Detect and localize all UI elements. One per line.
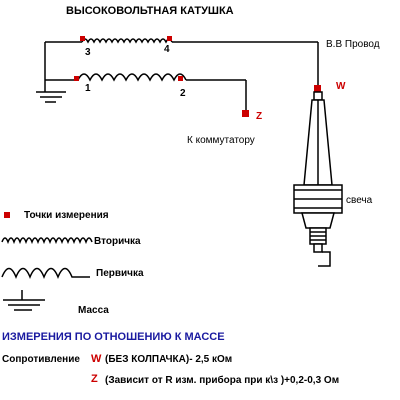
point-label-3: 3 — [85, 47, 91, 58]
point-label-w: W — [336, 81, 346, 92]
to-switch-label: К коммутатору — [187, 135, 255, 146]
spark-plug-label: свеча — [346, 195, 373, 206]
legend-measure-points: Точки измерения — [24, 210, 109, 221]
legend-primary: Первичка — [96, 268, 144, 279]
spark-plug-icon — [293, 91, 343, 267]
marker-point-4 — [167, 36, 172, 41]
diagram-title: ВЫСОКОВОЛЬТНАЯ КАТУШКА — [66, 5, 234, 17]
marker-point-2 — [178, 76, 183, 81]
w-measurement-text: (БЕЗ КОЛПАЧКА)- 2,5 кОм — [105, 354, 232, 365]
legend-ground: Масса — [78, 305, 109, 316]
marker-point-z — [242, 110, 249, 117]
legend-secondary: Вторичка — [94, 236, 141, 247]
secondary-wire — [45, 38, 319, 88]
hv-wire-label: В.В Провод — [326, 39, 380, 50]
point-label-4: 4 — [164, 44, 170, 55]
legend-secondary-coil-icon — [1, 237, 93, 245]
point-label-2: 2 — [180, 88, 186, 99]
legend-ground-icon — [3, 290, 45, 311]
ground-symbol — [36, 42, 66, 103]
legend-marker-icon — [4, 212, 10, 218]
marker-point-1 — [74, 76, 79, 81]
z-letter: Z — [91, 373, 98, 385]
marker-point-w — [314, 85, 321, 92]
w-letter: W — [91, 353, 102, 365]
resistance-label: Сопротивление — [2, 354, 80, 365]
z-measurement-text: (Зависит от R изм. прибора при к\з )+0,2… — [105, 374, 339, 386]
measurements-heading: ИЗМЕРЕНИЯ ПО ОТНОШЕНИЮ К МАССЕ — [2, 331, 225, 343]
point-label-1: 1 — [85, 83, 91, 94]
point-label-z: Z — [256, 111, 262, 122]
marker-point-3 — [80, 36, 85, 41]
legend-primary-coil-icon — [1, 267, 90, 279]
